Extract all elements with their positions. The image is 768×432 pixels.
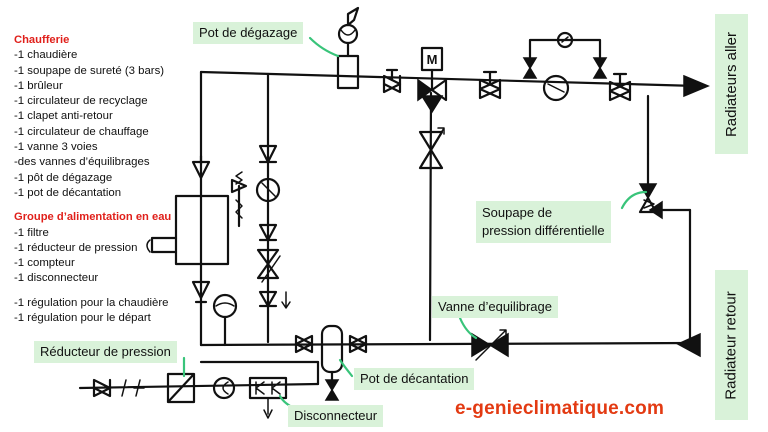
motor-letter: M [427,52,438,67]
pump-bypass-loop [528,38,602,62]
label-disconnecteur: Disconnecteur [288,405,384,427]
legend-alimentation-item: -1 filtre [14,226,49,239]
leader-pot-degazage [308,36,340,58]
heating-circulator-icon [522,31,608,102]
label-soupape-line1: Soupape de [482,205,553,220]
label-radiateurs-aller-text: Radiateurs aller [723,31,740,137]
boiler [146,194,230,266]
radiators-supply-arrow-icon [683,74,710,98]
three-way-bypass-pipe [428,91,433,342]
leader-vanne-equilibrage [458,316,478,340]
pressure-reducer-icon [166,372,196,404]
label-radiateur-retour-text: Radiateur retour [723,290,740,400]
legend-chaufferie-item: -1 pôt de dégazage [14,171,113,184]
return-balancing-valve-icon [471,329,509,361]
filter-icon [121,379,145,397]
leader-pot-decantation [338,358,354,378]
legend-chaufferie-item: -1 soupape de sureté (3 bars) [14,64,165,77]
legend-regulation-item: -1 régulation pour le départ [14,312,151,325]
legend-chaufferie-item: -1 circulateur de chauffage [14,125,149,138]
return-valve-right-icon [348,334,368,354]
legend-alimentation-item: -1 disconnecteur [14,272,99,285]
water-meter-icon [212,376,236,400]
legend-chaufferie-item: -1 chaudière [14,49,78,62]
label-reducteur-pression: Réducteur de pression [34,341,177,363]
legend-alimentation-item: -1 compteur [14,257,75,270]
decantation-pot-icon [320,324,344,401]
leader-soupape [620,190,648,210]
boiler-return-valve-icon [191,280,211,304]
legend-chaufferie-item: -1 brûleur [14,79,63,92]
boiler-supply-valve-icon [191,154,211,180]
legend-regulation-item: -1 régulation pour la chaudière [14,296,169,309]
label-soupape-line2: pression différentielle [482,223,605,238]
radiator-return-arrow-icon [676,332,701,358]
recycle-branch [255,144,291,309]
label-vanne-equilibrage: Vanne d’equilibrage [432,296,558,318]
label-soupape-differentielle: Soupape de pression différentielle [476,201,611,243]
legend-chaufferie-item: -1 vanne 3 voies [14,141,98,154]
website-watermark: e-genieclimatique.com [455,398,665,419]
recycle-mid-valve-icon [258,223,278,242]
recycle-top-valve-icon [258,144,278,164]
legend-alimentation-title: Groupe d’alimentation en eau [14,211,172,224]
return-pipe [199,341,696,347]
pipe-network [78,38,699,390]
water-inlet-pipe [78,382,320,390]
differential-pressure-valve-icon [638,183,663,220]
pressure-gauge-icon [212,293,238,347]
recycle-bottom-valve-icon [258,290,278,308]
legend-chaufferie-item: -1 pot de décantation [14,186,122,199]
return-valve-left-icon [294,334,314,354]
legend-alimentation-item: -1 réducteur de pression [14,241,138,254]
safety-valve-icon [230,171,248,228]
legend-chaufferie-title: Chaufferie [14,34,70,46]
three-way-valve-icon [417,46,448,114]
degassing-pot [336,6,360,90]
supply-valve-2-icon [478,70,502,100]
supply-valve-3-icon [608,72,632,102]
supply-valve-icon [382,68,402,94]
label-pot-degazage: Pot de dégazage [193,22,304,44]
legend-chaufferie-item: -des vannes d’équilibrages [14,156,150,169]
water-feed-group [92,372,288,419]
legend: Chaufferie -1 chaudière -1 soupape de su… [14,33,214,326]
label-radiateur-retour: Radiateur retour [715,270,748,420]
recycle-circulator-icon [255,177,281,203]
burner-icon [150,236,178,254]
label-pot-decantation: Pot de décantation [354,368,475,390]
label-radiateurs-aller: Radiateurs aller [715,14,748,154]
legend-chaufferie-item: -1 clapet anti-retour [14,110,113,123]
bypass-balancing-valve-icon [418,127,445,170]
legend-chaufferie-item: -1 circulateur de recyclage [14,95,148,108]
